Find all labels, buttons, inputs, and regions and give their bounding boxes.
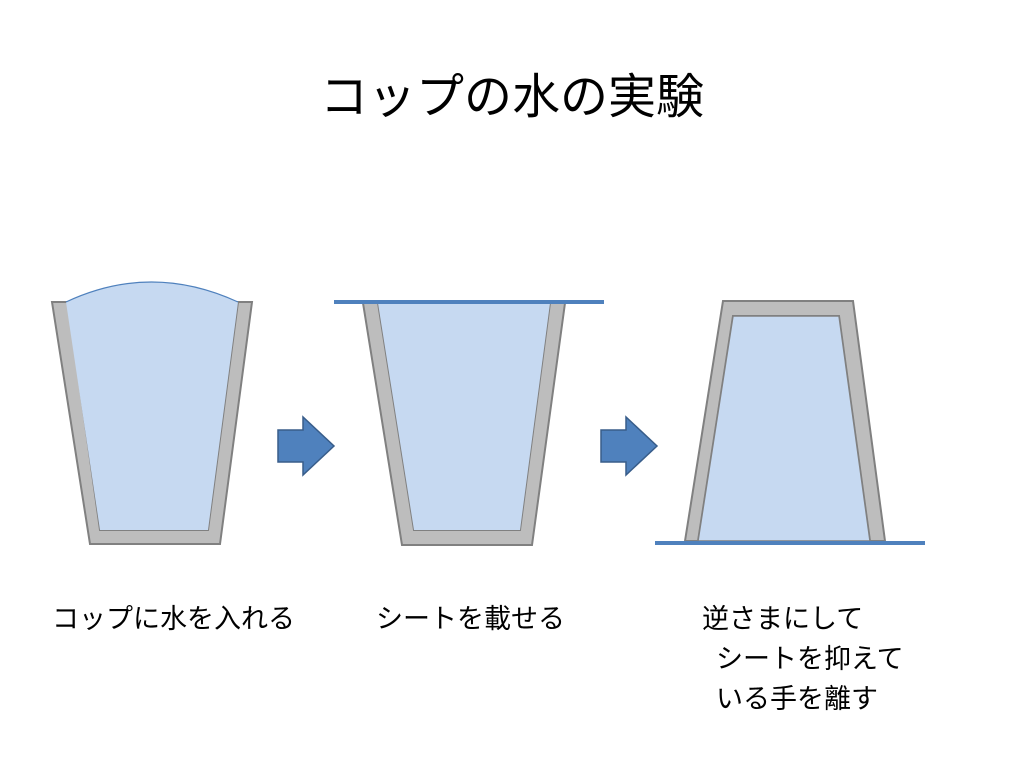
right-arrow-icon [277,415,336,477]
right-arrow-icon [600,415,659,477]
cup-with-sheet-icon [334,300,604,546]
page-title: コップの水の実験 [319,69,704,125]
sheet-on-bottom [655,541,925,545]
sheet-on-top [334,300,604,304]
step-3-caption-line-3: いる手を離す [716,684,878,715]
step-1-caption: コップに水を入れる [52,604,295,635]
step-3-caption-line-2: シートを抑えて [716,644,904,675]
cup-1-water [66,282,238,530]
inverted-cup-icon [655,300,925,545]
cup-with-water-icon [50,281,254,545]
step-3-caption-line-1: 逆さまにして [702,604,864,635]
step-3-caption: 逆さまにして シートを抑えて いる手を離す [702,600,904,720]
step-2-caption: シートを載せる [376,604,565,635]
cup-1-water-surface [65,281,239,303]
cup-2-water [378,303,550,530]
